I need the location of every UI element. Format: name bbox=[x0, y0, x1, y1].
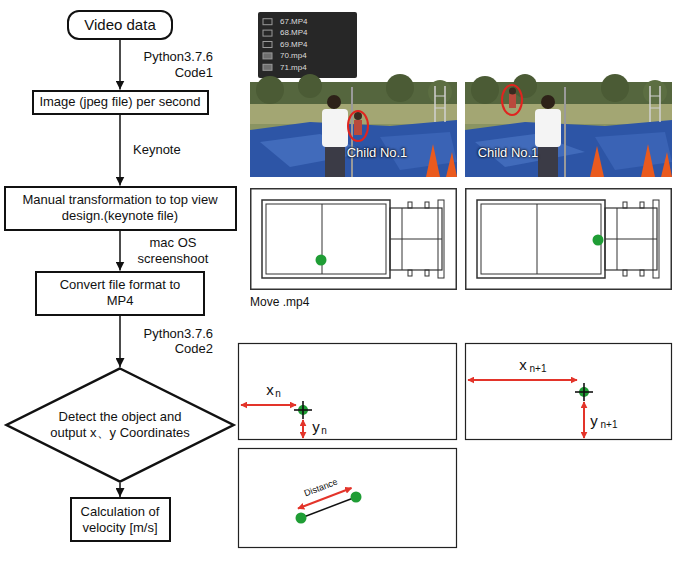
person-legs bbox=[325, 147, 345, 177]
panel-frame bbox=[466, 344, 672, 440]
file-icon bbox=[263, 64, 272, 70]
file-name: 71.mp4 bbox=[280, 62, 357, 73]
object-dot bbox=[296, 513, 307, 524]
child-head bbox=[354, 112, 362, 120]
person-head bbox=[327, 95, 341, 109]
file-panel bbox=[258, 12, 357, 78]
displacement-line bbox=[301, 497, 356, 518]
coordinate-label: x bbox=[266, 382, 274, 397]
video-frame-photo: Child No.1 bbox=[465, 82, 672, 177]
diamond-shape bbox=[7, 369, 234, 482]
flow-arrow bbox=[119, 40, 121, 90]
distance-panel: Distance bbox=[238, 448, 457, 548]
pole bbox=[564, 87, 566, 177]
step-tool-label: Python3.7.6 Code1 bbox=[133, 49, 213, 80]
photo-caption: Child No.1 bbox=[478, 146, 539, 159]
y-distance-arrow bbox=[302, 420, 304, 438]
pole bbox=[351, 87, 353, 177]
coordinate-panel: xnyn bbox=[238, 343, 457, 440]
coordinate-label: n+1 bbox=[530, 364, 547, 374]
coordinate-label: n bbox=[275, 389, 281, 399]
crosshair bbox=[583, 383, 585, 401]
file-name: 70.mp4 bbox=[280, 50, 357, 61]
child-position-dot bbox=[593, 235, 604, 246]
person-legs bbox=[538, 147, 558, 177]
decision-label: Detect the object and output x、y Coordin… bbox=[47, 409, 193, 440]
step-tool-label: Python3.7.6 Code2 bbox=[133, 326, 213, 357]
file-list-panel: 67.MP468.MP469.MP470.mp471.mp4 bbox=[258, 12, 357, 78]
child-position-dot bbox=[316, 255, 327, 266]
coordinate-label: y bbox=[590, 413, 598, 428]
person-head bbox=[541, 95, 555, 109]
file-icon bbox=[263, 30, 272, 36]
process-box: Convert file format to MP4 bbox=[35, 271, 205, 316]
panel-frame bbox=[239, 449, 457, 548]
photo-background bbox=[465, 74, 672, 177]
process-box: Manual transformation to top view design… bbox=[4, 186, 237, 231]
y-distance-arrow bbox=[583, 402, 585, 438]
file-name: 69.MP4 bbox=[280, 39, 357, 50]
child-figure bbox=[509, 94, 516, 108]
video-frame-photo: Child No.1 bbox=[250, 82, 457, 177]
top-view-drawing bbox=[251, 189, 457, 290]
decision-diamond: Detect the object and output x、y Coordin… bbox=[5, 367, 235, 483]
process-box: Calculation of velocity [m/s] bbox=[70, 497, 171, 542]
file-name: 68.MP4 bbox=[280, 27, 357, 38]
child-marker bbox=[502, 85, 522, 115]
format-note: Move .mp4 bbox=[250, 295, 309, 309]
coordinate-label: y bbox=[312, 419, 320, 434]
file-icon bbox=[263, 53, 272, 59]
crosshair bbox=[302, 401, 304, 419]
photo-background bbox=[250, 74, 457, 177]
coordinate-panel: xn+1yn+1 bbox=[465, 343, 672, 440]
file-icon bbox=[263, 42, 272, 48]
flow-arrow bbox=[119, 483, 121, 497]
box-label: Convert file format to MP4 bbox=[53, 277, 188, 308]
file-icon bbox=[263, 19, 272, 25]
flow-arrow bbox=[119, 316, 121, 368]
start-box: Video data bbox=[67, 10, 173, 40]
process-box: Image (jpeg file) per second bbox=[32, 90, 209, 115]
step-tool-label: Keynote bbox=[133, 142, 181, 158]
child-figure bbox=[354, 120, 362, 135]
person-shirt bbox=[322, 109, 348, 147]
file-name: 67.MP4 bbox=[280, 16, 357, 27]
traffic-cone bbox=[590, 146, 604, 177]
x-distance-arrow bbox=[241, 404, 296, 406]
flow-arrow bbox=[119, 231, 121, 271]
box-label: Video data bbox=[84, 16, 155, 34]
box-label: Image (jpeg file) per second bbox=[39, 94, 200, 110]
top-view-drawing bbox=[466, 189, 672, 290]
child-marker bbox=[348, 111, 368, 141]
box-label: Manual transformation to top view design… bbox=[12, 192, 228, 223]
distance-label: Distance bbox=[303, 477, 339, 498]
video-frame-photo bbox=[250, 74, 457, 177]
box-label: Calculation of velocity [m/s] bbox=[77, 504, 163, 535]
photo-caption: Child No.1 bbox=[347, 146, 408, 159]
step-tool-label: mac OS screenshoot bbox=[133, 235, 213, 266]
child-head bbox=[509, 88, 516, 95]
coordinate-label: x bbox=[519, 357, 527, 372]
panel-frame bbox=[239, 344, 457, 440]
person-shirt bbox=[535, 109, 561, 147]
coordinate-label: n bbox=[321, 426, 327, 436]
flow-arrow bbox=[119, 115, 121, 186]
video-frame-photo bbox=[465, 74, 672, 177]
object-dot bbox=[351, 492, 362, 503]
x-distance-arrow bbox=[468, 379, 577, 381]
coordinate-label: n+1 bbox=[601, 420, 618, 430]
